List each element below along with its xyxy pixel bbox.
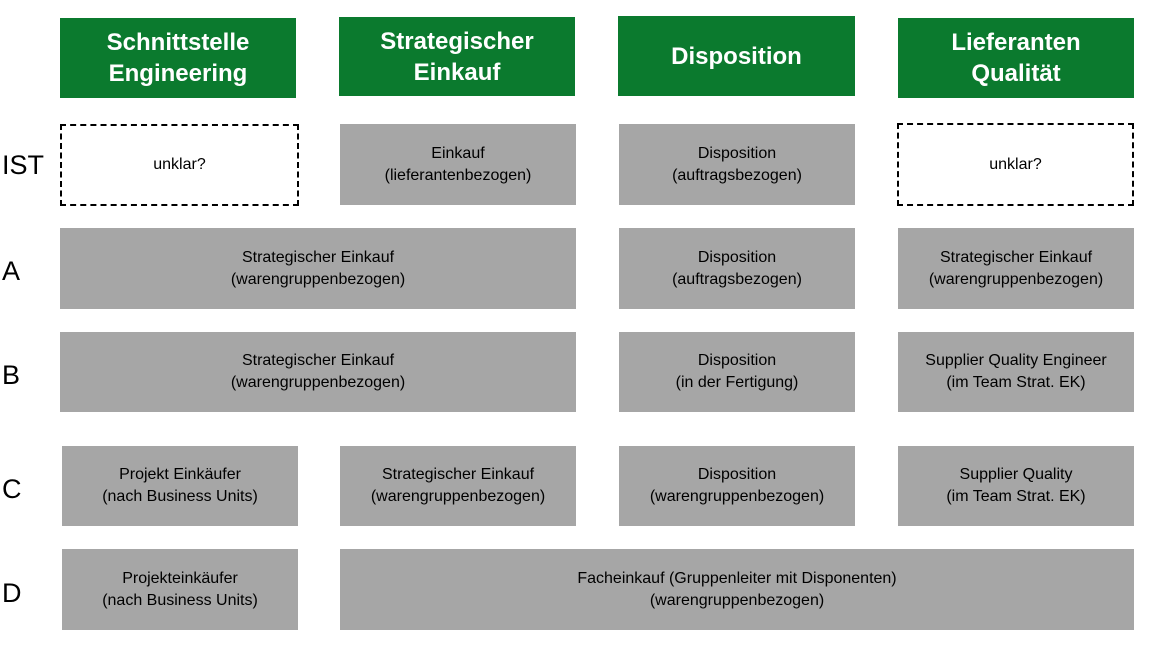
d-facheinkauf-box: Facheinkauf (Gruppenleiter mit Disponent… — [340, 549, 1134, 630]
header-strategischer-einkauf: Strategischer Einkauf — [339, 17, 575, 96]
ist-einkauf-box: Einkauf (lieferantenbezogen) — [340, 124, 576, 205]
c-disposition-box: Disposition (warengruppenbezogen) — [619, 446, 855, 526]
d-projekteinkaeufer-box: Projekteinkäufer (nach Business Units) — [62, 549, 298, 630]
c-lieferanten-box: Supplier Quality (im Team Strat. EK) — [898, 446, 1134, 526]
row-label-a: A — [2, 256, 21, 286]
header-lieferanten-qualitaet: Lieferanten Qualität — [898, 18, 1134, 98]
header-schnittstelle-engineering: Schnittstelle Engineering — [60, 18, 296, 98]
row-label-d: D — [2, 578, 22, 608]
a-strategischer-einkauf-box: Strategischer Einkauf (warengruppenbezog… — [60, 228, 576, 309]
a-lieferanten-box: Strategischer Einkauf (warengruppenbezog… — [898, 228, 1134, 309]
a-disposition-box: Disposition (auftragsbezogen) — [619, 228, 855, 309]
c-projekt-einkaeufer-box: Projekt Einkäufer (nach Business Units) — [62, 446, 298, 526]
c-strategischer-einkauf-box: Strategischer Einkauf (warengruppenbezog… — [340, 446, 576, 526]
b-strategischer-einkauf-box: Strategischer Einkauf (warengruppenbezog… — [60, 332, 576, 412]
row-label-b: B — [2, 360, 21, 390]
row-label-ist: IST — [2, 150, 45, 180]
b-disposition-box: Disposition (in der Fertigung) — [619, 332, 855, 412]
row-label-c: C — [2, 474, 22, 504]
ist-schnittstelle-box: unklar? — [60, 124, 299, 206]
b-lieferanten-box: Supplier Quality Engineer (im Team Strat… — [898, 332, 1134, 412]
header-disposition: Disposition — [618, 16, 855, 96]
ist-lieferanten-box: unklar? — [897, 123, 1134, 206]
ist-disposition-box: Disposition (auftragsbezogen) — [619, 124, 855, 205]
